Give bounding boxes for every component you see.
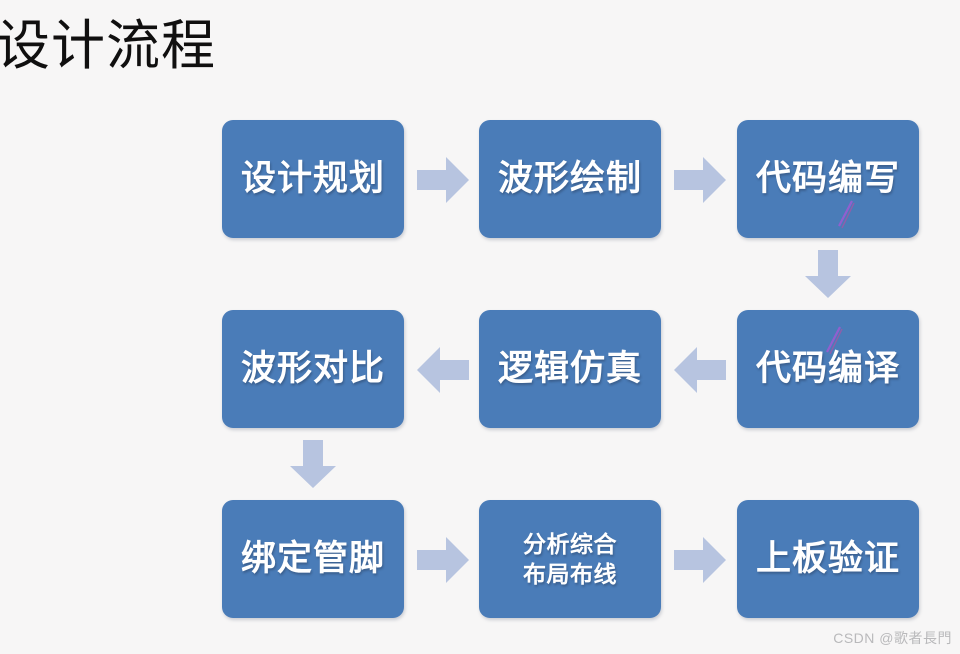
arrow-r2-1-left-icon (415, 345, 471, 395)
flow-box-label-line1: 分析综合 (523, 531, 617, 557)
flow-box-synthesis-place-route[interactable]: 分析综合 布局布线 (479, 500, 661, 618)
flow-box-label: 绑定管脚 (240, 539, 385, 578)
flow-box-label: 波形绘制 (497, 159, 642, 198)
arrow-r1-1-right-icon (415, 155, 471, 205)
flow-box-label: 代码编写 (755, 159, 900, 198)
pen-cursor-artifact-icon (838, 200, 855, 229)
flow-box-label: 上板验证 (755, 539, 900, 578)
flow-box-code-compile[interactable]: 代码编译 (737, 310, 919, 428)
flow-box-design-planning[interactable]: 设计规划 (222, 120, 404, 238)
arrow-r2-2-left-icon (672, 345, 728, 395)
flow-box-label-line2: 布局布线 (523, 561, 617, 587)
arrow-r1-2-right-icon (672, 155, 728, 205)
arrow-down-right-icon (803, 248, 853, 300)
flow-box-label: 波形对比 (240, 349, 385, 388)
watermark: CSDN @歌者長門 (833, 630, 952, 646)
flow-box-label: 代码编译 (755, 349, 900, 388)
flow-box-label: 逻辑仿真 (497, 349, 642, 388)
flow-box-board-verification[interactable]: 上板验证 (737, 500, 919, 618)
flow-box-waveform-drawing[interactable]: 波形绘制 (479, 120, 661, 238)
flow-box-pin-assignment[interactable]: 绑定管脚 (222, 500, 404, 618)
page-title: 设计流程 (0, 16, 216, 76)
arrow-r3-1-right-icon (415, 535, 471, 585)
flow-box-waveform-compare[interactable]: 波形对比 (222, 310, 404, 428)
flow-box-logic-simulation[interactable]: 逻辑仿真 (479, 310, 661, 428)
arrow-down-left-icon (288, 438, 338, 490)
arrow-r3-2-right-icon (672, 535, 728, 585)
flow-box-label: 设计规划 (240, 159, 385, 198)
flow-box-code-writing[interactable]: 代码编写 (737, 120, 919, 238)
